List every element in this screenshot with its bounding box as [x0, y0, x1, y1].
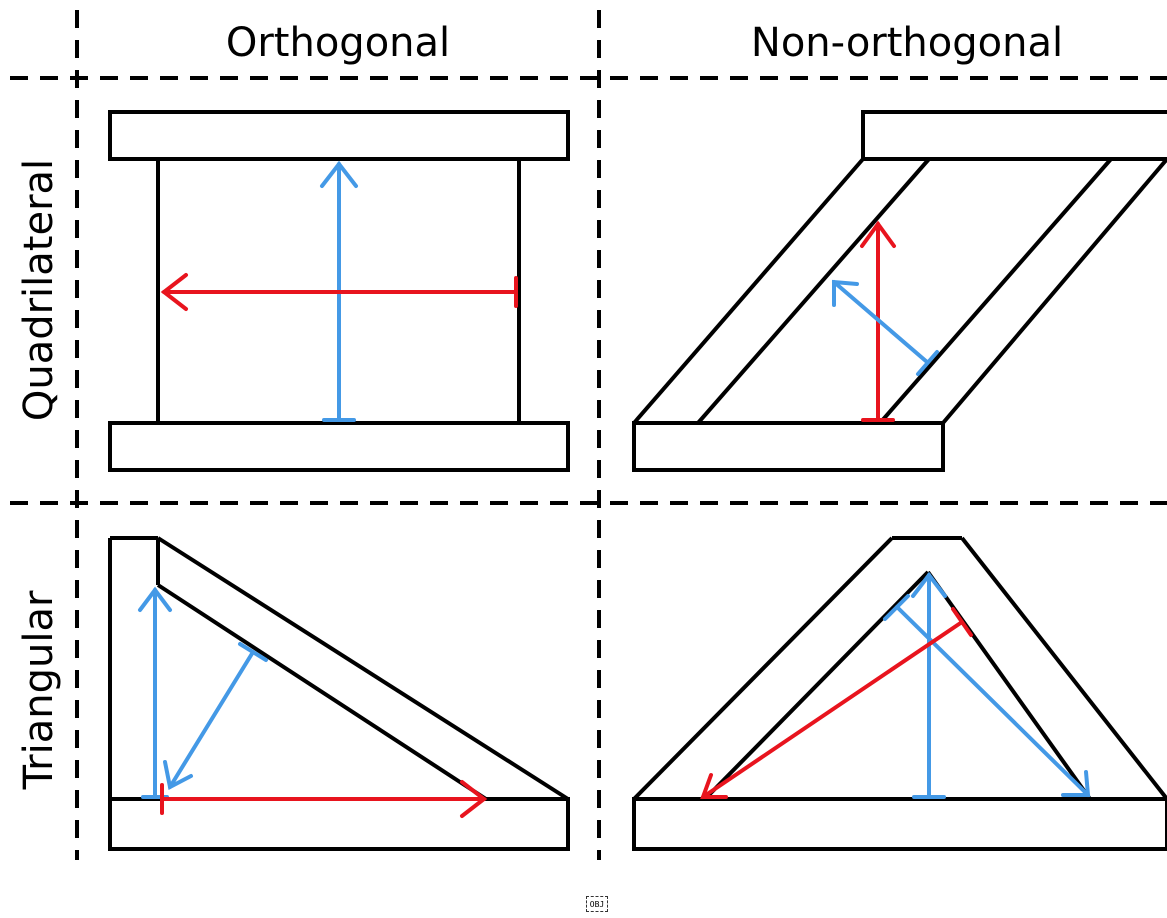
- diagonal-member: [632, 157, 865, 425]
- bottom-chord: [632, 797, 1167, 851]
- diagonal-member: [696, 157, 931, 425]
- top-chord: [861, 110, 1167, 161]
- column-header-orthogonal: Orthogonal: [226, 20, 450, 66]
- top-chord: [108, 110, 570, 161]
- diagonal-member: [941, 157, 1167, 425]
- frame-non-orthogonal-triangular: [632, 536, 1167, 851]
- bottom-chord: [108, 421, 570, 472]
- grid-dividers: [10, 10, 1167, 860]
- object-placeholder-icon: OBJ: [586, 896, 608, 912]
- frame-non-orthogonal-quadrilateral: [632, 110, 1167, 472]
- blue-arrow-vertical: [911, 571, 947, 799]
- inner-right-diagonal: [926, 570, 1092, 801]
- red-arrow-horizontal: [160, 273, 518, 311]
- column-header-non-orthogonal: Non-orthogonal: [751, 20, 1063, 66]
- frame-orthogonal-triangular: [108, 536, 570, 851]
- diagonal-member: [878, 157, 1113, 425]
- row-header-quadrilateral: Quadrilateral: [16, 159, 62, 421]
- blue-arrow-diagonal: [163, 642, 268, 791]
- panel-orthogonal-triangular: [108, 536, 570, 851]
- frame-orthogonal-quadrilateral: [108, 110, 570, 472]
- blue-arrow-diagonal: [883, 594, 1091, 797]
- blue-arrow-diagonal: [832, 279, 939, 376]
- row-header-triangular: Triangular: [16, 590, 62, 790]
- panel-non-orthogonal-triangular: [632, 536, 1167, 851]
- outer-left-diagonal: [632, 536, 894, 801]
- panel-non-orthogonal-quadrilateral: [632, 110, 1167, 472]
- inner-diagonal: [156, 583, 488, 801]
- bottom-chord: [108, 797, 570, 851]
- panel-orthogonal-quadrilateral: [108, 110, 570, 472]
- red-arrow-horizontal: [160, 780, 488, 818]
- outer-diagonal: [156, 536, 570, 801]
- outer-right-diagonal: [960, 536, 1167, 801]
- bottom-chord: [632, 421, 945, 472]
- inner-left-diagonal: [703, 570, 930, 801]
- red-arrow-diagonal: [700, 607, 973, 799]
